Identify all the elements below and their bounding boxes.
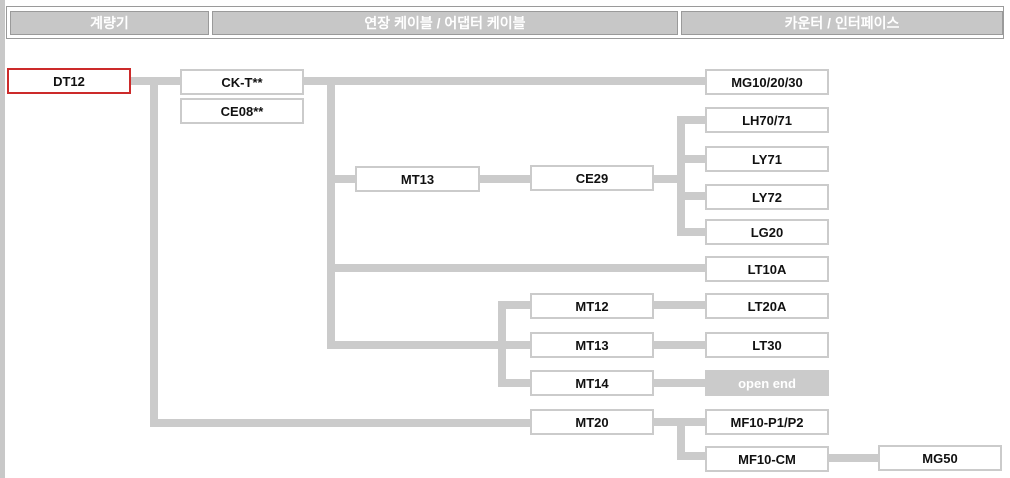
link-mt12-lt20a — [653, 301, 706, 309]
link-ce29-vertical — [677, 116, 685, 236]
node-mt13-lower: MT13 — [530, 332, 654, 358]
node-dt12: DT12 — [7, 68, 131, 94]
node-mt14: MT14 — [530, 370, 654, 396]
node-mt20: MT20 — [530, 409, 654, 435]
node-lt30: LT30 — [705, 332, 829, 358]
node-ce29: CE29 — [530, 165, 654, 191]
link-mt13a-ce29 — [480, 175, 531, 183]
node-mf10-p1-p2: MF10-P1/P2 — [705, 409, 829, 435]
link-ckt-mg102030 — [303, 77, 706, 85]
node-mt12: MT12 — [530, 293, 654, 319]
header-cables: 연장 케이블 / 어댑터 케이블 — [212, 11, 678, 35]
link-trunk-mt20 — [150, 419, 532, 427]
node-lh70-71: LH70/71 — [705, 107, 829, 133]
node-lt10a: LT10A — [705, 256, 829, 282]
node-mt13-upper: MT13 — [355, 166, 480, 192]
link-to-mt14 — [498, 379, 532, 387]
link-ckt-trunk — [327, 77, 335, 349]
link-ce29-bus — [653, 175, 678, 183]
header-meter: 계량기 — [10, 11, 209, 35]
node-ly72: LY72 — [705, 184, 829, 210]
link-to-ly71 — [677, 155, 706, 163]
link-dt12-trunk — [150, 77, 158, 427]
link-mt13b-lt30 — [653, 341, 706, 349]
node-lg20: LG20 — [705, 219, 829, 245]
node-open-end: open end — [705, 370, 829, 396]
node-mg50: MG50 — [878, 445, 1002, 471]
link-mf10cm-mg50 — [828, 454, 880, 462]
link-to-mt12 — [498, 301, 532, 309]
link-to-mf10cm — [677, 452, 706, 460]
link-trunk-mt13a — [327, 175, 357, 183]
node-mf10-cm: MF10-CM — [705, 446, 829, 472]
link-mt20-vertical — [677, 418, 685, 460]
link-trunk-midbus — [327, 341, 502, 349]
node-ce08: CE08** — [180, 98, 304, 124]
link-to-lg20 — [677, 228, 706, 236]
column-header-bar: 계량기 연장 케이블 / 어댑터 케이블 카운터 / 인터페이스 — [6, 6, 1004, 39]
node-ly71: LY71 — [705, 146, 829, 172]
node-lt20a: LT20A — [705, 293, 829, 319]
link-to-lh7071 — [677, 116, 706, 124]
left-rail — [0, 0, 5, 478]
link-mt14-openend — [653, 379, 706, 387]
header-counters: 카운터 / 인터페이스 — [681, 11, 1003, 35]
link-to-mt13b — [498, 341, 532, 349]
node-mg10-20-30: MG10/20/30 — [705, 69, 829, 95]
node-ck-t: CK-T** — [180, 69, 304, 95]
link-to-ly72 — [677, 192, 706, 200]
link-trunk-lt10a — [327, 264, 706, 272]
